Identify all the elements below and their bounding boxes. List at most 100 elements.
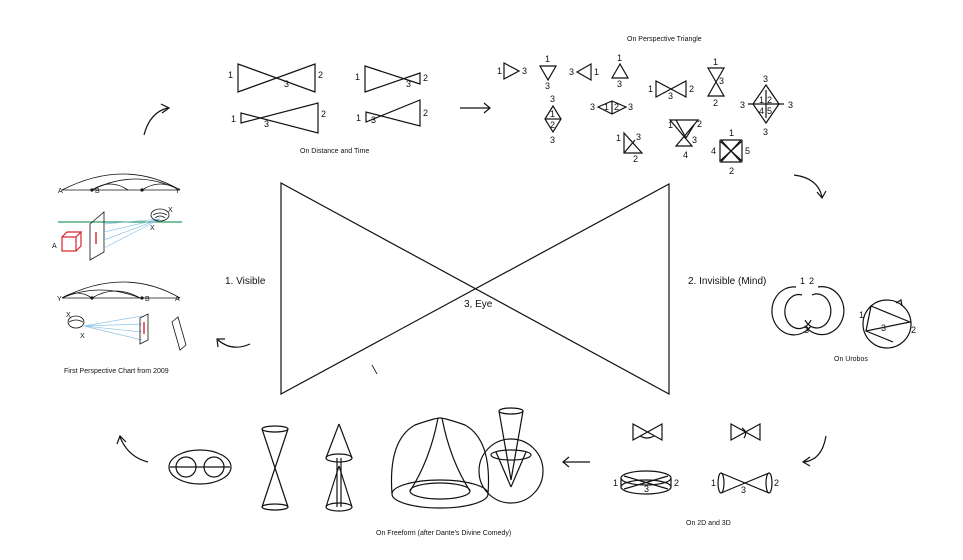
diagram-label: 1 [616, 133, 621, 143]
diagram-stroke [706, 67, 726, 97]
diagram-stroke [90, 296, 94, 300]
diagram-label: 1 [604, 102, 609, 112]
diagram-stroke [61, 292, 93, 299]
arrow-head [216, 338, 225, 348]
diagram-label: 3 [668, 91, 673, 101]
caption-distance-time: On Distance and Time [300, 148, 369, 155]
diagram-stroke [730, 422, 761, 442]
central-bowtie [280, 181, 670, 396]
label-visible: 1. Visible [225, 276, 266, 287]
diagram-label: 1 [613, 478, 618, 488]
diagram-stroke [441, 417, 471, 492]
diagram-label: 3 [881, 323, 886, 333]
diagram-stroke [510, 451, 527, 488]
diagram-stroke [498, 407, 524, 415]
diagram-label: 3 [763, 127, 768, 137]
diagram-stroke [83, 323, 143, 327]
diagram-label: 3 [741, 485, 746, 495]
diagram-label: 4 [711, 146, 716, 156]
diagram-stroke [237, 63, 316, 93]
diagram-stroke [103, 218, 161, 249]
diagram-label: 4 [683, 150, 688, 160]
diagram-stroke [261, 428, 289, 508]
diagram-label: A [58, 188, 63, 195]
diagram-label: X [80, 333, 85, 340]
diagram-label: X [66, 312, 71, 319]
diagram-stroke [91, 290, 141, 299]
diagram-stroke [103, 218, 161, 225]
diagram-stroke [150, 208, 170, 222]
diagram-stroke [865, 305, 913, 332]
diagram-stroke [140, 296, 144, 300]
label-invisible: 2. Invisible (Mind) [688, 276, 766, 287]
diagram-label: 1 [711, 478, 716, 488]
caption-freeform: On Freeform (after Dante's Divine Comedy… [376, 530, 511, 537]
diagram-stroke [68, 319, 84, 323]
diagram-stroke [623, 475, 669, 490]
diagram-label: 2 [321, 109, 326, 119]
diagram-stroke [610, 62, 630, 79]
diagram-label: 2 [423, 73, 428, 83]
arrow-head [483, 102, 491, 114]
diagram-stroke [61, 236, 77, 252]
diagram-stroke [168, 449, 232, 485]
diagram-label: 1 [648, 84, 653, 94]
diagram-stroke [575, 62, 592, 82]
diagram-stroke [83, 325, 143, 341]
diagram-label: 2 [713, 98, 718, 108]
diagram-stroke [83, 325, 143, 333]
diagram-label: 1 [231, 114, 236, 124]
arrow-head [116, 434, 127, 445]
diagram-stroke [409, 482, 471, 500]
caption-perspective-triangle: On Perspective Triangle [627, 36, 702, 43]
diagram-stroke [261, 425, 289, 433]
diagram-stroke [719, 150, 743, 163]
diagram-label: 2 [911, 325, 916, 335]
perspective-triangle-group: On Perspective Triangle 1 3 1 3 3 1 1 3 … [497, 36, 793, 176]
arrow-head [562, 456, 570, 468]
diagram-stroke [61, 281, 181, 299]
diagram-label: 3 [788, 100, 793, 110]
diagram-label: 3 [550, 94, 555, 104]
diagram-stroke [495, 451, 512, 488]
diagram-stroke [103, 218, 161, 233]
diagram-stroke [719, 139, 732, 163]
diagram-label: 2 [767, 95, 772, 105]
diagram-stroke [741, 427, 747, 439]
diagram-label: 1 [800, 276, 805, 286]
diagram-label: 3 [636, 132, 641, 142]
diagram-label: 2 [689, 84, 694, 94]
diagram-stroke [865, 330, 894, 343]
diagram-label: 3 [804, 325, 809, 335]
diagram-label: 3 [628, 102, 633, 112]
diagram-label: 5 [745, 146, 750, 156]
diagram-label: 1 [550, 109, 555, 119]
diagram-label: X [150, 225, 155, 232]
diagram-stroke [261, 503, 289, 511]
diagram-stroke [364, 65, 421, 93]
diagram-stroke [720, 472, 770, 494]
diagram-stroke [391, 479, 489, 509]
twod-threed-group: 1 2 3 1 2 3 On 2D and 3D [613, 422, 779, 527]
diagram-label: 5 [767, 106, 772, 116]
diagram-stroke [91, 183, 129, 191]
diagram-label: A [175, 296, 180, 303]
diagram-label: Y [175, 188, 180, 195]
diagram-stroke [510, 410, 524, 481]
diagram-label: X [168, 207, 173, 214]
diagram-label: 3 [692, 135, 697, 145]
diagram-stroke [478, 438, 544, 504]
diagram-stroke [784, 293, 812, 330]
diagram-label: 3 [590, 102, 595, 112]
freeform-group: On Freeform (after Dante's Divine Comedy… [168, 407, 544, 537]
diagram-label: 1 [668, 120, 673, 130]
diagram-stroke [717, 472, 725, 494]
diagram-label: 3 [406, 79, 411, 89]
diagram-label: 3 [617, 79, 622, 89]
label-eye: 3, Eye [464, 299, 493, 310]
diagram-stroke [139, 313, 149, 345]
diagram-label: 1 [759, 95, 764, 105]
diagram-stroke [67, 315, 85, 329]
diagram-label: 3 [550, 135, 555, 145]
diagram-stroke [685, 124, 695, 139]
